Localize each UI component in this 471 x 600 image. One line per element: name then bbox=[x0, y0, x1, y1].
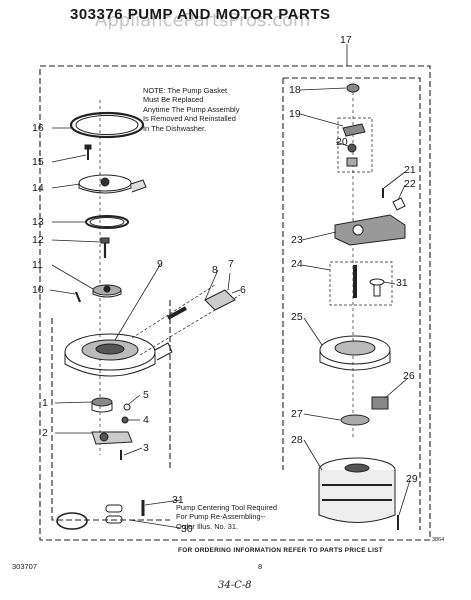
part-19-assembly bbox=[337, 117, 373, 173]
callout-20: 20 bbox=[336, 136, 348, 148]
callout-23: 23 bbox=[291, 234, 303, 246]
motor-28 bbox=[318, 457, 396, 523]
callout-28: 28 bbox=[291, 434, 303, 446]
cap-18 bbox=[346, 83, 360, 93]
pump-cover bbox=[78, 174, 147, 194]
image-code: 3864 bbox=[432, 537, 445, 543]
ordering-info-footer: FOR ORDERING INFORMATION REFER TO PARTS … bbox=[178, 547, 383, 554]
mounting-plate-23 bbox=[334, 214, 406, 246]
callout-15: 15 bbox=[32, 156, 44, 168]
document-number: 303707 bbox=[12, 562, 38, 571]
callout-16: 16 bbox=[32, 122, 44, 134]
callout-12: 12 bbox=[32, 234, 44, 246]
leader-lines bbox=[49, 44, 411, 529]
callout-2: 2 bbox=[42, 427, 48, 439]
note-line: NOTE: The Pump Gasket bbox=[143, 86, 228, 95]
callout-3: 3 bbox=[143, 442, 149, 454]
callout-13: 13 bbox=[32, 216, 44, 228]
note-line: Pump Centering Tool Required bbox=[176, 503, 277, 512]
screw-15 bbox=[84, 144, 92, 160]
bolt-12 bbox=[100, 237, 110, 258]
callout-29: 29 bbox=[406, 473, 418, 485]
callout-9: 9 bbox=[157, 258, 163, 270]
callout-17: 17 bbox=[340, 34, 352, 46]
note-line: Must Be Replaced bbox=[143, 95, 204, 105]
callout-25: 25 bbox=[291, 311, 303, 323]
disc-27 bbox=[340, 414, 370, 426]
callout-5: 5 bbox=[143, 389, 149, 401]
bracket-26 bbox=[371, 396, 389, 410]
callout-14: 14 bbox=[32, 182, 44, 194]
callout-8: 8 bbox=[212, 264, 218, 276]
handwritten-mark: 34-C-8 bbox=[218, 580, 252, 591]
drain-valve-assembly bbox=[131, 284, 241, 356]
callout-31-centering-tool: 31 bbox=[172, 494, 184, 506]
callout-24: 24 bbox=[291, 258, 303, 270]
note-line: Anytime The Pump Assembly bbox=[143, 104, 240, 114]
callout-22: 22 bbox=[404, 178, 416, 190]
callout-4: 4 bbox=[143, 414, 149, 426]
callout-1: 1 bbox=[42, 397, 48, 409]
note-line: In The Dishwasher. bbox=[143, 123, 207, 133]
gasket-22 bbox=[392, 197, 406, 211]
callout-21: 21 bbox=[404, 164, 416, 176]
callout-10: 10 bbox=[32, 284, 44, 296]
callout-7: 7 bbox=[228, 258, 234, 270]
note-line: Is Removed And Reinstalled bbox=[143, 114, 236, 124]
watermark: AppliancePartsPros.com bbox=[95, 10, 311, 31]
seal-5 bbox=[123, 403, 131, 411]
pump-housing bbox=[64, 333, 173, 377]
motor-mount-25 bbox=[319, 335, 391, 371]
seal-ring-13 bbox=[85, 215, 129, 229]
callout-19: 19 bbox=[289, 108, 301, 120]
centering-tool-note: Pump Centering Tool Required For Pump Re… bbox=[176, 503, 277, 531]
part-24-assembly bbox=[329, 261, 393, 306]
callout-31: 31 bbox=[396, 277, 408, 289]
diverter-1 bbox=[91, 397, 113, 413]
callout-18: 18 bbox=[289, 84, 301, 96]
washer-4 bbox=[121, 416, 129, 424]
page-number: 8 bbox=[258, 562, 263, 571]
pump-gasket-ring bbox=[69, 111, 145, 139]
impeller-11 bbox=[92, 284, 122, 298]
centering-tool-parts bbox=[56, 500, 145, 530]
pump-centerline bbox=[99, 92, 354, 455]
pump-gasket-note: NOTE: The Pump Gasket Must Be Replaced A… bbox=[143, 86, 288, 133]
bracket-2 bbox=[91, 431, 133, 445]
callout-26: 26 bbox=[403, 370, 415, 382]
callout-27: 27 bbox=[291, 408, 303, 420]
note-line: For Pump Re-Assembling-- bbox=[176, 512, 266, 522]
diagram-title: 303376 PUMP AND MOTOR PARTS bbox=[70, 6, 331, 23]
assembly-outline bbox=[39, 65, 431, 541]
callout-30: 30 bbox=[181, 523, 193, 535]
callout-6: 6 bbox=[240, 284, 246, 296]
note-line: Order Illus. No. 31. bbox=[176, 521, 239, 531]
callout-11: 11 bbox=[32, 259, 43, 271]
screw-10 bbox=[74, 291, 82, 303]
